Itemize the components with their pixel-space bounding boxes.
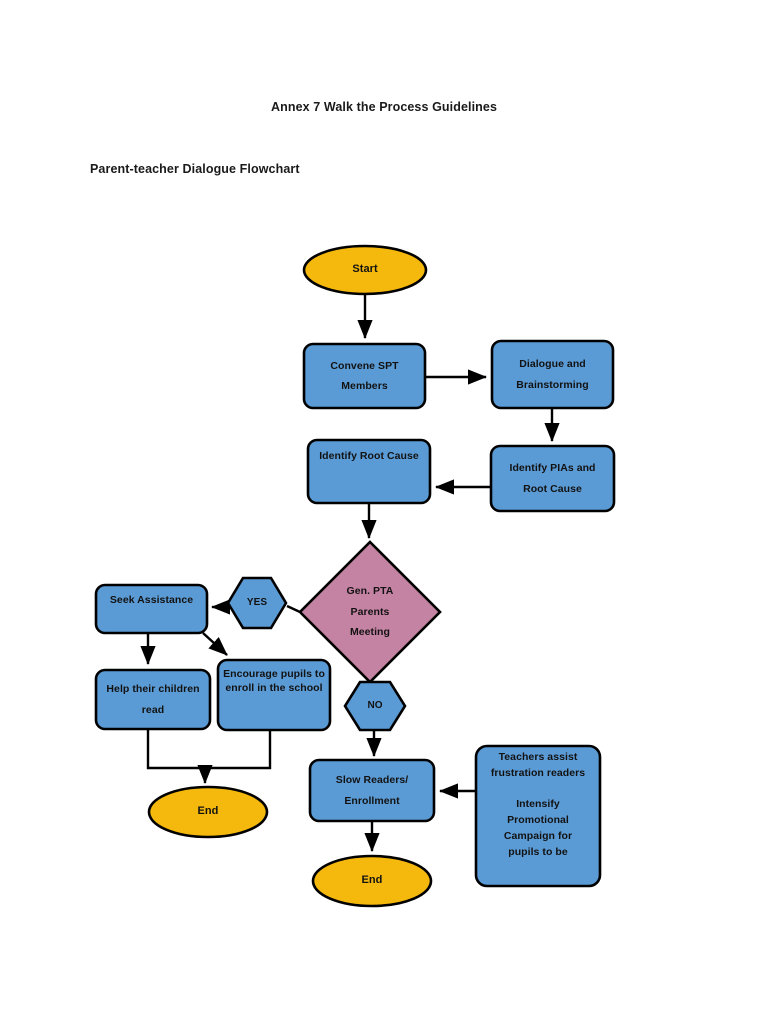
node-convene-spt[interactable] (302, 342, 427, 410)
flowchart-title: Parent-teacher Dialogue Flowchart (90, 162, 300, 176)
node-teachers-assist[interactable] (474, 744, 602, 888)
node-identify-root-cause[interactable] (306, 438, 432, 505)
node-yes-branch[interactable] (226, 576, 288, 630)
node-encourage-enroll[interactable] (216, 658, 332, 732)
node-identify-pias[interactable] (489, 444, 616, 513)
edge-pta-to-yes (286, 604, 301, 614)
node-help-children-read[interactable] (94, 668, 212, 731)
node-dialogue-brainstorming[interactable] (490, 339, 615, 410)
node-start[interactable] (302, 244, 428, 296)
document-header: Annex 7 Walk the Process Guidelines (270, 100, 498, 114)
edge-merge-bar-left (146, 729, 272, 770)
node-end-left[interactable] (147, 785, 269, 839)
node-end-center[interactable] (311, 854, 433, 908)
edge-seek-to-encourage (202, 632, 228, 656)
node-no-branch[interactable] (343, 680, 407, 732)
node-seek-assistance[interactable] (94, 583, 209, 635)
node-slow-readers-enrollment[interactable] (308, 758, 436, 823)
